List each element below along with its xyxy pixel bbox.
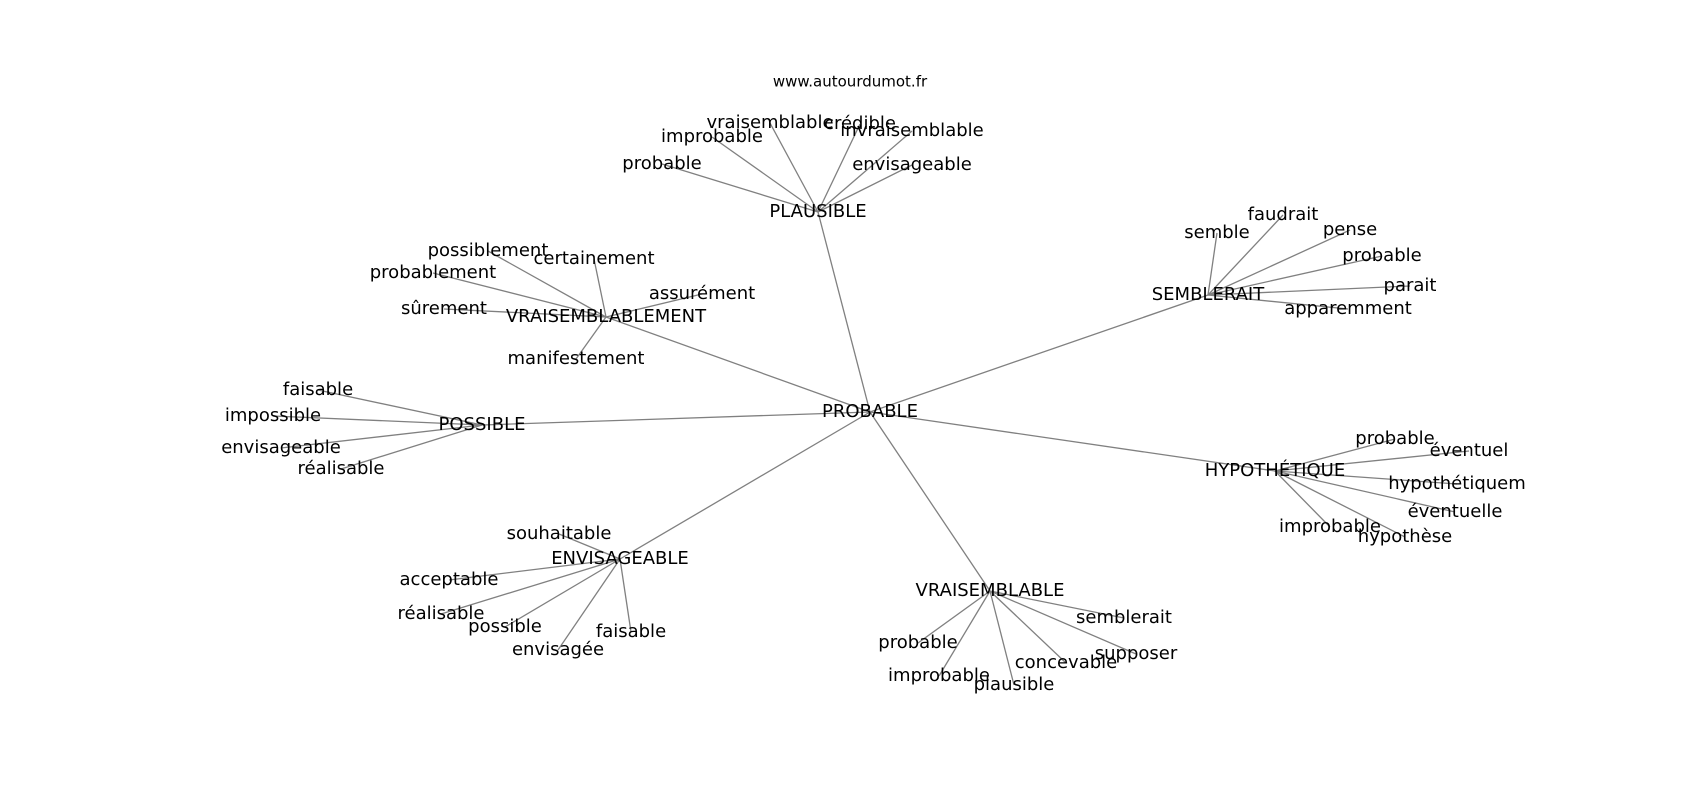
hub-node-vraisemblable: VRAISEMBLABLE xyxy=(916,580,1065,601)
edge-hypothetique-0 xyxy=(1274,438,1396,472)
edge-center-vraisemblablement xyxy=(605,316,871,413)
edge-hypothetique-5 xyxy=(1274,470,1406,538)
leaf-node: acceptable xyxy=(400,569,499,590)
edge-possible-0 xyxy=(317,389,483,426)
leaf-node: faisable xyxy=(283,379,353,400)
leaf-node: probable xyxy=(878,632,957,653)
edge-envisageable-1 xyxy=(448,558,621,581)
leaf-node: assurément xyxy=(649,283,755,304)
leaf-node: réalisable xyxy=(297,458,384,479)
edge-vraisemblable-4 xyxy=(938,590,991,677)
leaf-node: improbable xyxy=(888,665,990,686)
leaf-node: éventuel xyxy=(1430,440,1509,461)
leaf-node: probable xyxy=(622,153,701,174)
leaf-node: invraisemblable xyxy=(840,120,983,141)
edge-plausible-2 xyxy=(711,136,819,213)
edge-hypothetique-4 xyxy=(1274,470,1331,528)
edge-semblerait-1 xyxy=(1207,232,1218,296)
edge-envisageable-0 xyxy=(558,533,621,560)
edge-possible-1 xyxy=(272,415,483,426)
leaf-node: hypothèse xyxy=(1358,526,1453,547)
leaf-node: improbable xyxy=(1279,516,1381,537)
edge-semblerait-0 xyxy=(1207,214,1284,296)
leaf-node: faudrait xyxy=(1248,204,1319,225)
edge-envisageable-5 xyxy=(557,558,621,651)
leaf-node: manifestement xyxy=(508,348,645,369)
leaf-node: plausible xyxy=(974,674,1055,695)
leaf-node: possiblement xyxy=(428,240,549,261)
leaf-node: probable xyxy=(1342,245,1421,266)
edge-hypothetique-1 xyxy=(1274,450,1470,472)
leaf-node: hypothétiquem xyxy=(1388,473,1526,494)
graph-edges xyxy=(272,122,1470,686)
edge-hypothetique-3 xyxy=(1274,470,1456,513)
edge-possible-3 xyxy=(340,424,483,470)
leaf-node: semblerait xyxy=(1076,607,1172,628)
leaf-node: faisable xyxy=(596,621,666,642)
edge-vraisemblable-3 xyxy=(989,590,1067,664)
edge-semblerait-5 xyxy=(1207,294,1349,310)
edge-plausible-1 xyxy=(817,123,861,213)
edge-center-plausible xyxy=(817,211,871,413)
edge-center-semblerait xyxy=(869,294,1209,413)
leaf-node: probablement xyxy=(370,262,496,283)
edge-vraisemblablement-0 xyxy=(487,250,607,318)
leaf-node: envisageable xyxy=(852,154,972,175)
leaf-node: envisagée xyxy=(512,639,604,660)
leaf-node: vraisemblable xyxy=(706,112,833,133)
leaf-node: certainement xyxy=(533,248,654,269)
leaf-node: improbable xyxy=(661,126,763,147)
edge-vraisemblablement-4 xyxy=(443,308,607,318)
edge-plausible-3 xyxy=(817,130,913,213)
leaf-node: concevable xyxy=(1015,652,1117,673)
edge-plausible-4 xyxy=(661,163,819,213)
hub-node-semblerait: SEMBLERAIT xyxy=(1152,284,1265,305)
hub-node-hypothetique: HYPOTHÉTIQUE xyxy=(1205,459,1345,481)
edge-envisageable-4 xyxy=(619,558,632,633)
edge-semblerait-3 xyxy=(1207,255,1383,296)
edge-plausible-5 xyxy=(817,164,913,213)
leaf-node: impossible xyxy=(225,405,321,426)
edge-vraisemblable-5 xyxy=(989,590,1015,686)
edge-vraisemblablement-5 xyxy=(575,316,607,360)
edge-vraisemblable-2 xyxy=(989,590,1137,655)
leaf-node: supposer xyxy=(1095,643,1178,664)
edge-semblerait-4 xyxy=(1207,285,1411,296)
edge-possible-2 xyxy=(280,424,483,449)
edge-center-envisageable xyxy=(619,411,871,560)
site-url: www.autourdumot.fr xyxy=(773,73,928,91)
edge-envisageable-3 xyxy=(504,558,621,628)
hub-node-possible: POSSIBLE xyxy=(439,414,526,435)
center-node: PROBABLE xyxy=(822,401,918,422)
leaf-node: pense xyxy=(1323,219,1377,240)
leaf-node: parait xyxy=(1384,275,1437,296)
hub-node-vraisemblablement: VRAISEMBLABLEMENT xyxy=(506,306,707,327)
edge-vraisemblable-1 xyxy=(917,590,991,644)
edge-vraisemblablement-2 xyxy=(432,272,607,318)
edge-center-vraisemblable xyxy=(869,411,991,592)
edge-plausible-0 xyxy=(769,122,819,213)
edge-vraisemblablement-3 xyxy=(605,293,703,318)
edge-center-hypothetique xyxy=(869,411,1276,472)
leaf-node: crédible xyxy=(824,113,896,134)
edge-hypothetique-2 xyxy=(1274,470,1458,485)
leaf-node: apparemment xyxy=(1284,298,1412,319)
edge-vraisemblablement-1 xyxy=(593,258,607,318)
edge-semblerait-2 xyxy=(1207,229,1351,296)
leaf-node: éventuelle xyxy=(1408,501,1503,522)
leaf-node: sûrement xyxy=(401,298,487,319)
edge-vraisemblable-0 xyxy=(989,590,1125,619)
leaf-node: envisageable xyxy=(221,437,341,458)
edge-center-possible xyxy=(481,411,871,426)
leaf-node: possible xyxy=(468,616,542,637)
leaf-node: probable xyxy=(1355,428,1434,449)
hub-node-envisageable: ENVISAGEABLE xyxy=(551,548,689,569)
leaf-node: souhaitable xyxy=(507,523,612,544)
edge-envisageable-2 xyxy=(440,558,621,615)
hub-node-plausible: PLAUSIBLE xyxy=(769,201,866,222)
leaf-node: semble xyxy=(1184,222,1250,243)
leaf-node: réalisable xyxy=(397,603,484,624)
